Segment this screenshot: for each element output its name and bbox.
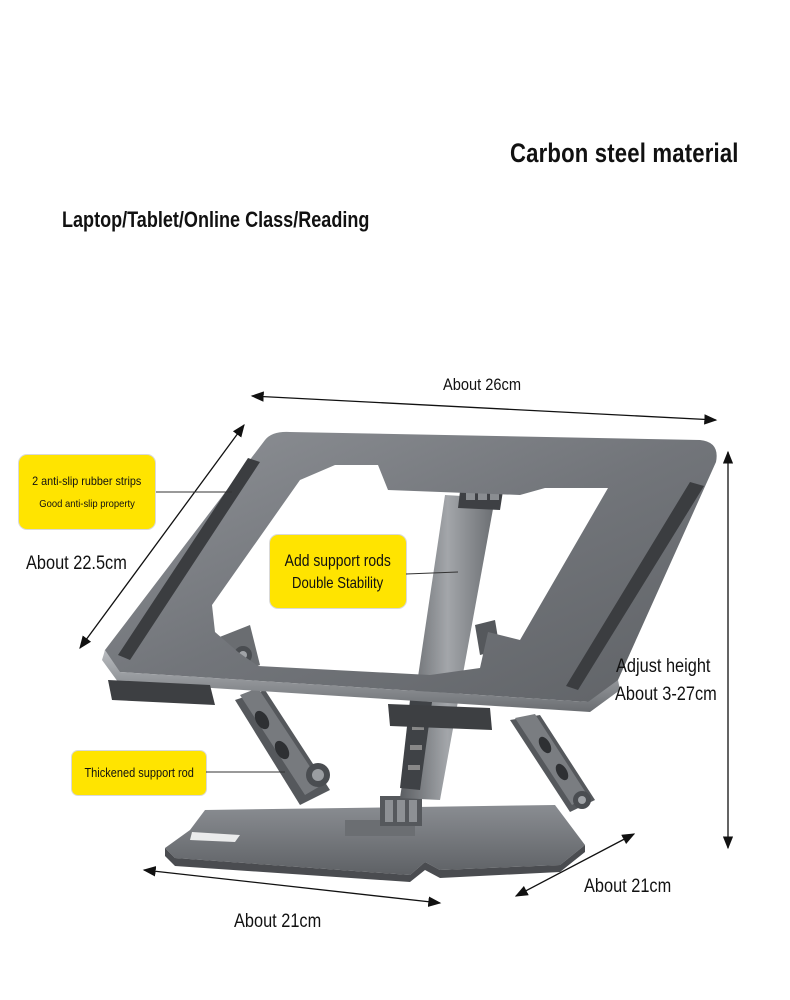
- callout-anti-slip: 2 anti-slip rubber strips Good anti-slip…: [19, 455, 155, 529]
- label-height-range: About 3-27cm: [615, 684, 717, 705]
- headline-usage: Laptop/Tablet/Online Class/Reading: [62, 207, 370, 232]
- callout-thickened-rod: Thickened support rod: [72, 751, 206, 795]
- callout-anti-slip-line2: Good anti-slip property: [39, 498, 135, 510]
- callout-thickened-rod-line1: Thickened support rod: [84, 766, 194, 780]
- callout-anti-slip-line1: 2 anti-slip rubber strips: [32, 474, 142, 488]
- base-plate: [165, 805, 585, 882]
- callout-support-rods: Add support rods Double Stability: [270, 535, 406, 608]
- label-depth-top: About 22.5cm: [26, 553, 127, 574]
- label-height-title: Adjust height: [616, 656, 711, 677]
- leader-support-rods: [405, 571, 459, 575]
- label-base-depth: About 21cm: [584, 876, 672, 897]
- label-base-width: About 21cm: [234, 911, 322, 932]
- base-hinge: [345, 796, 422, 836]
- headline-material: Carbon steel material: [510, 138, 739, 168]
- label-width-top: About 26cm: [443, 375, 522, 394]
- arrow-depth-top: [79, 423, 245, 650]
- arrow-width-top: [250, 391, 718, 425]
- callout-support-rods-line1: Add support rods: [284, 550, 392, 570]
- callout-support-rods-line2: Double Stability: [292, 574, 384, 592]
- arrow-base-depth: [514, 833, 636, 897]
- arrow-base-width: [142, 866, 442, 907]
